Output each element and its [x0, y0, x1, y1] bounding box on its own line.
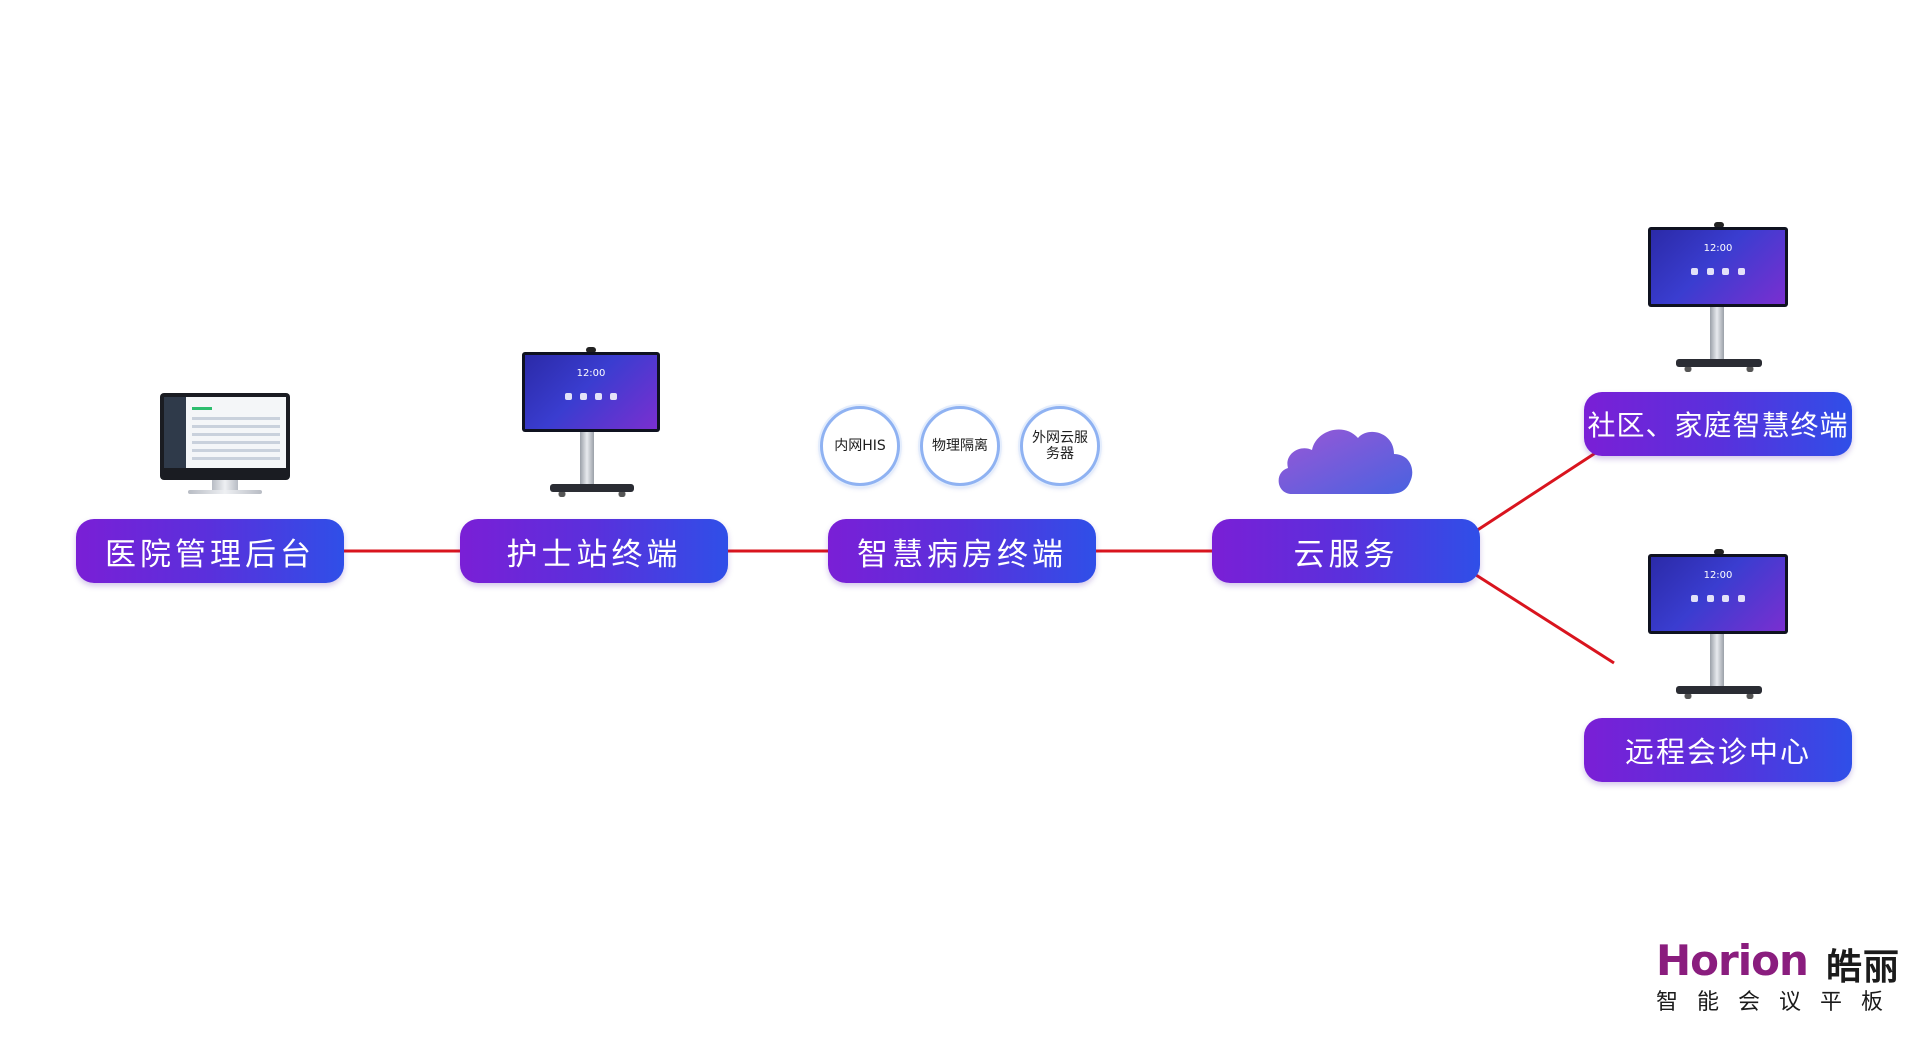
screen-clock: 12:00 — [1703, 243, 1733, 255]
logo-brand-cn: 皓丽 — [1826, 947, 1901, 988]
connector-cloud-community — [1475, 448, 1601, 533]
node-nurse-station: 护士站终端 — [460, 519, 728, 583]
badge-intranet-his: 内网HIS — [820, 406, 900, 486]
logo-tagline: 智能会议平板 — [1656, 990, 1903, 1015]
logo-wordmark: Horion — [1656, 936, 1809, 985]
node-smart-ward: 智慧病房终端 — [828, 519, 1096, 583]
node-cloud-service: 云服务 — [1212, 519, 1480, 583]
badge-extranet-cloud-server: 外网云服务器 — [1020, 406, 1100, 486]
screen-clock: 12:00 — [576, 368, 606, 380]
cloud-icon — [1278, 429, 1413, 494]
node-remote-consult: 远程会诊中心 — [1584, 718, 1852, 782]
node-community-home: 社区、家庭智慧终端 — [1584, 392, 1852, 456]
node-hospital-backend: 医院管理后台 — [76, 519, 344, 583]
screen-clock: 12:00 — [1703, 570, 1733, 582]
connector-cloud-remote — [1475, 573, 1615, 665]
badge-physical-isolation: 物理隔离 — [920, 406, 1000, 486]
